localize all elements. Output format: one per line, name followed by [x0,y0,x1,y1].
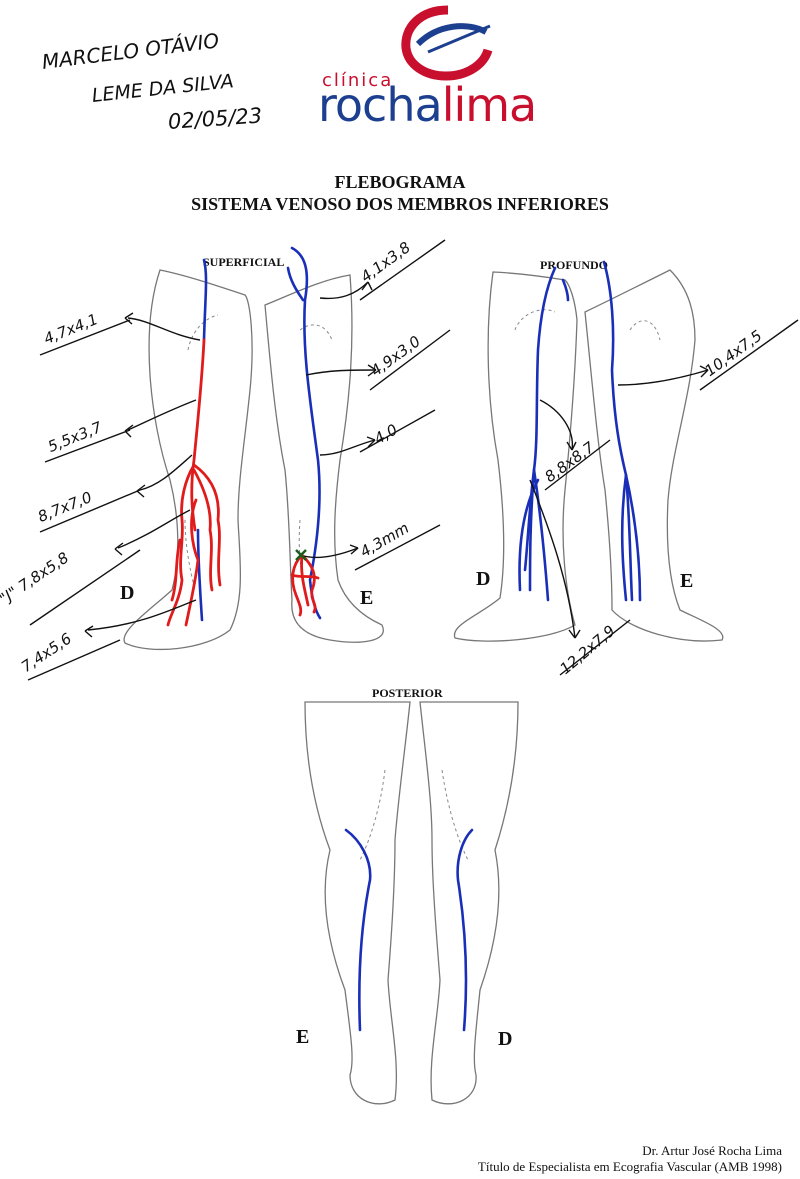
annotation-arrows [27,239,799,681]
varicose-veins [166,338,320,627]
section-profundo: PROFUNDO [540,258,608,272]
side-label-d-profundo: D [476,568,491,590]
side-label-d-posterior: D [498,1028,513,1050]
superficial-veins [196,246,322,622]
perforator-mark [295,549,307,561]
side-label-e-superficial: E [360,587,374,609]
clinic-logo-brand-rocha: rocha [318,78,443,132]
clinic-logo-mark [401,5,493,81]
side-label-d-superficial: D [120,582,135,604]
clinic-logo-brand: rochalima [318,78,538,132]
section-posterior: POSTERIOR [372,686,443,700]
page-subtitle: SISTEMA VENOSO DOS MEMBROS INFERIORES [191,194,609,214]
posterior-veins [344,828,474,1032]
leg-dashed-markings [184,309,661,861]
footer-credential: Título de Especialista em Ecografia Vasc… [477,1159,782,1174]
side-label-e-posterior: E [296,1026,310,1048]
clinic-logo-small-text: clínica [322,70,394,91]
side-label-e-profundo: E [680,570,694,592]
clinic-logo-brand-lima: lima [441,78,538,132]
section-superficial: SUPERFICIAL [203,255,285,269]
footer-doctor: Dr. Artur José Rocha Lima [642,1143,782,1158]
leg-outlines [123,269,724,1105]
page-title: FLEBOGRAMA [334,172,466,192]
deep-veins [518,260,642,602]
